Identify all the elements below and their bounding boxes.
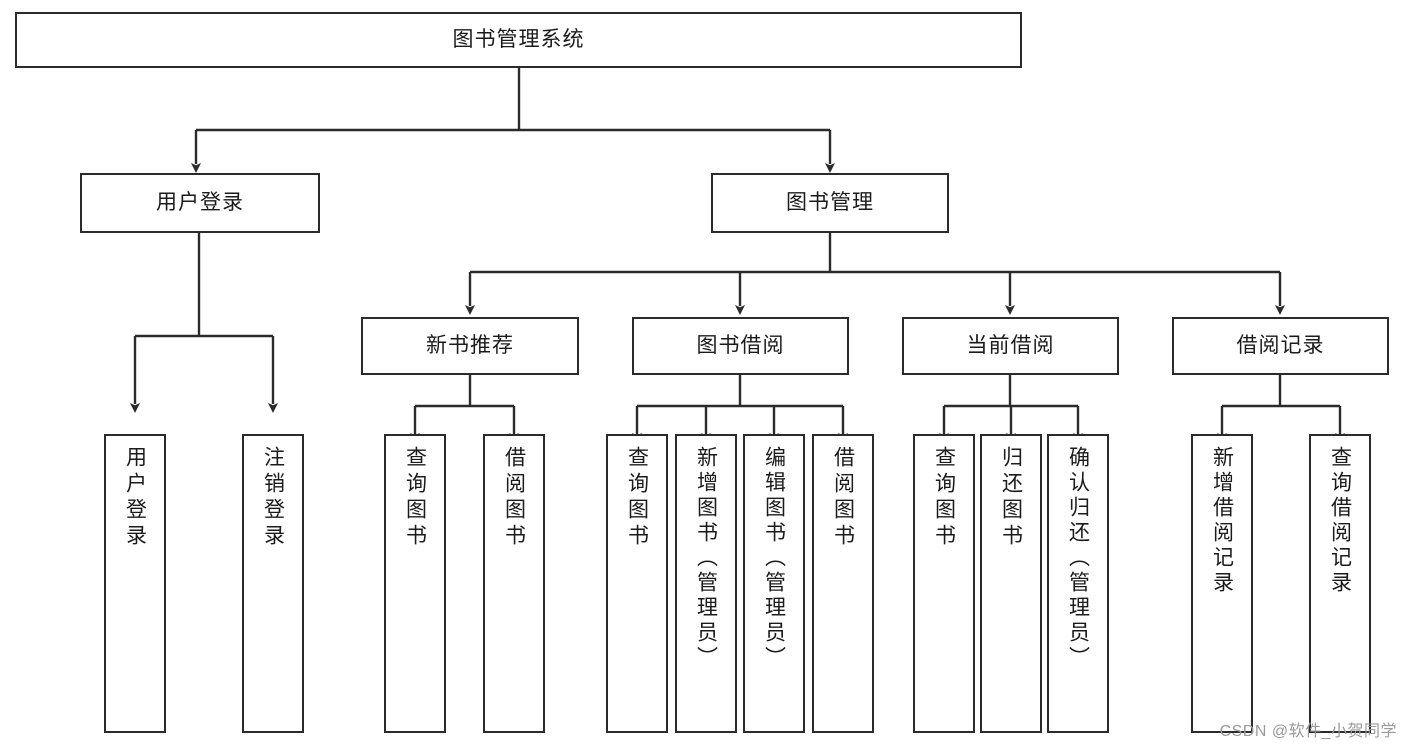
leaf-user-login-action[interactable]: 用户登录 <box>104 434 166 733</box>
node-user-login[interactable]: 用户登录 <box>80 173 320 233</box>
leaf-current-confirm-return-admin[interactable]: 确认归还（管理员） <box>1047 434 1109 733</box>
leaf-borrow-query-book[interactable]: 查询图书 <box>606 434 668 733</box>
leaf-borrow-edit-book-admin[interactable]: 编辑图书（管理员） <box>743 434 805 733</box>
node-label: 图书管理 <box>786 190 874 214</box>
leaf-current-query-book[interactable]: 查询图书 <box>913 434 975 733</box>
node-label: 确认归还（管理员） <box>1066 446 1090 671</box>
leaf-recommend-query-book[interactable]: 查询图书 <box>384 434 446 733</box>
leaf-borrow-add-book-admin[interactable]: 新增图书（管理员） <box>675 434 737 733</box>
leaf-user-logout-action[interactable]: 注销登录 <box>242 434 304 733</box>
node-label: 查询图书 <box>932 446 956 550</box>
node-label: 查询图书 <box>403 446 427 550</box>
leaf-borrow-borrow-book[interactable]: 借阅图书 <box>812 434 874 733</box>
node-book-management[interactable]: 图书管理 <box>711 173 949 233</box>
node-new-book-recommend[interactable]: 新书推荐 <box>361 317 579 375</box>
node-label: 注销登录 <box>261 446 285 550</box>
node-label: 编辑图书（管理员） <box>762 446 786 671</box>
node-label: 归还图书 <box>999 446 1023 550</box>
node-label: 新增图书（管理员） <box>694 446 718 671</box>
node-label: 图书借阅 <box>696 333 785 357</box>
node-label: 用户登录 <box>123 446 147 550</box>
watermark-text: CSDN @软件_小贺同学 <box>1219 723 1397 740</box>
leaf-recommend-borrow-book[interactable]: 借阅图书 <box>483 434 545 733</box>
node-label: 查询图书 <box>625 446 649 550</box>
node-label: 借阅图书 <box>831 446 855 550</box>
node-label: 当前借阅 <box>966 333 1055 357</box>
leaf-record-add-borrow-record[interactable]: 新增借阅记录 <box>1191 434 1253 733</box>
node-borrow-record[interactable]: 借阅记录 <box>1172 317 1389 375</box>
node-label: 新书推荐 <box>426 333 514 357</box>
leaf-record-query-borrow-record[interactable]: 查询借阅记录 <box>1309 434 1371 733</box>
node-label: 借阅图书 <box>502 446 526 550</box>
node-label: 图书管理系统 <box>452 27 585 51</box>
node-root-system[interactable]: 图书管理系统 <box>15 12 1022 68</box>
node-current-borrow[interactable]: 当前借阅 <box>902 317 1119 375</box>
node-label: 借阅记录 <box>1236 333 1325 357</box>
node-label: 新增借阅记录 <box>1210 446 1234 596</box>
node-book-borrow[interactable]: 图书借阅 <box>632 317 849 375</box>
leaf-current-return-book[interactable]: 归还图书 <box>980 434 1042 733</box>
node-label: 查询借阅记录 <box>1328 446 1352 596</box>
node-label: 用户登录 <box>156 190 244 214</box>
